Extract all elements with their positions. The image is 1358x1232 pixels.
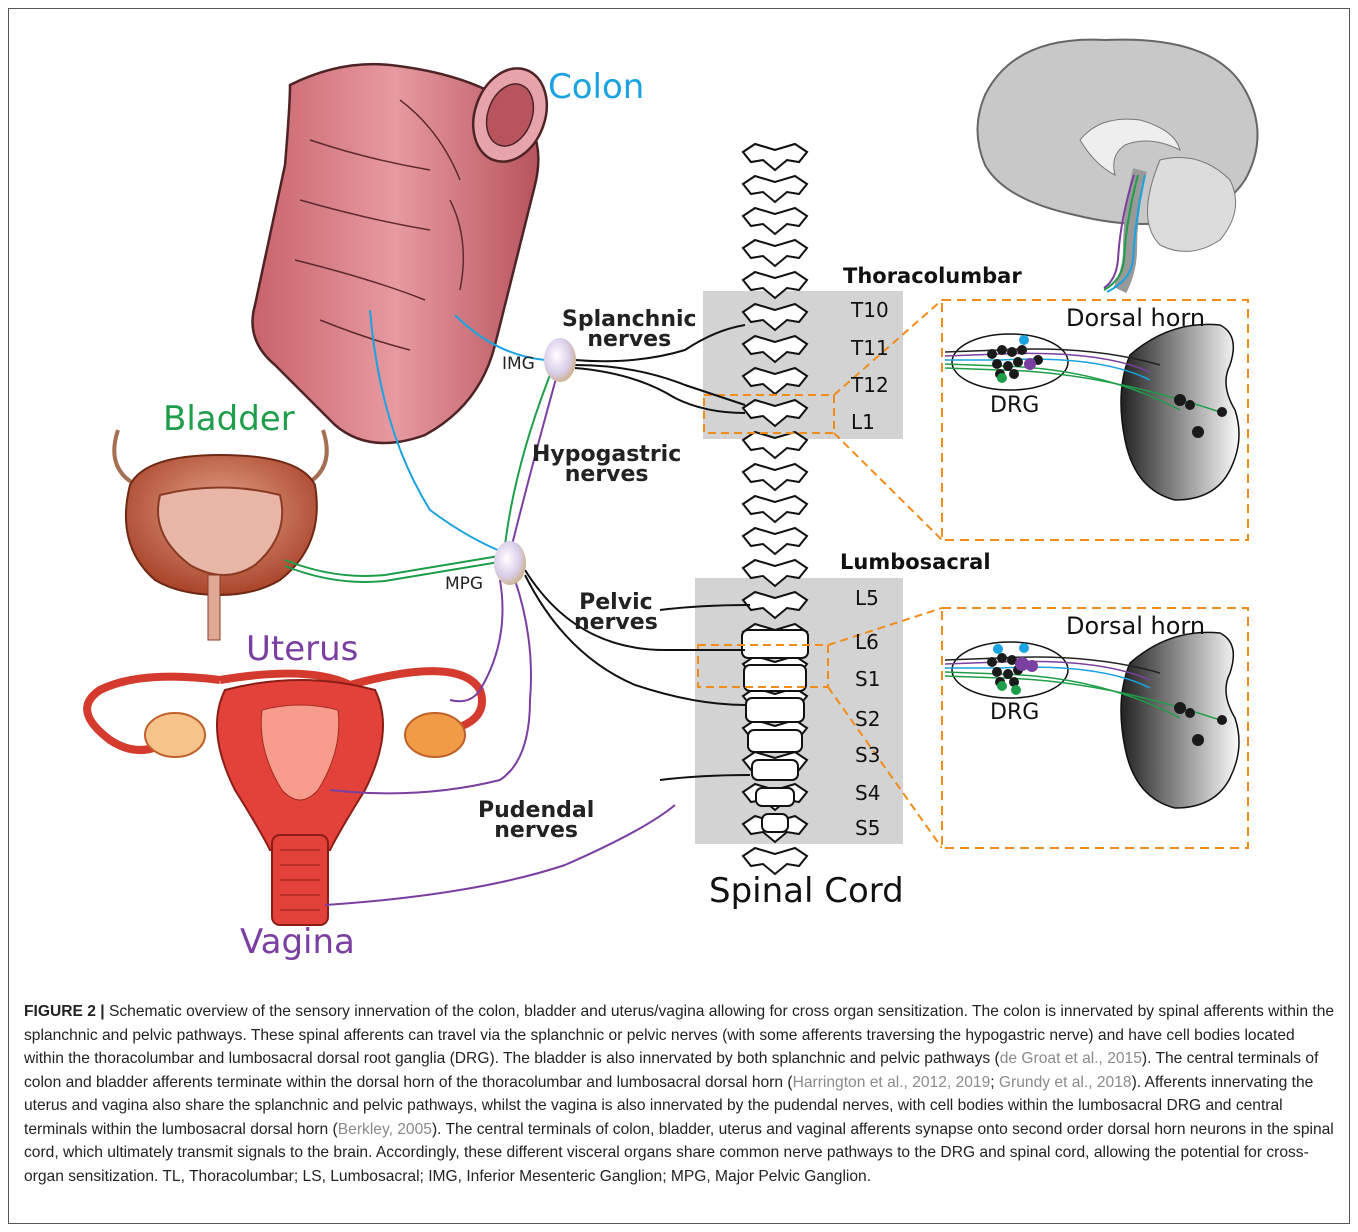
segment-s2: S2 (855, 709, 880, 729)
inset-top-drg-label: DRG (990, 395, 1039, 417)
bladder-label: Bladder (163, 402, 295, 436)
uterus-label: Uterus (246, 632, 358, 666)
segment-t10: T10 (851, 300, 889, 320)
inset-top-dorsal-horn-label: Dorsal horn (1066, 306, 1205, 330)
colon-label: Colon (548, 70, 644, 104)
citation-link[interactable]: Harrington et al., 2012, 2019 (793, 1074, 991, 1091)
spinal-cord-label: Spinal Cord (709, 874, 904, 908)
caption-label: FIGURE 2 | (24, 1003, 105, 1020)
mpg-ganglion (494, 541, 526, 585)
citation-link[interactable]: Berkley, 2005 (338, 1121, 432, 1138)
brain-illustration (978, 40, 1258, 292)
mpg-label: MPG (445, 576, 483, 593)
vagina-label: Vagina (240, 925, 355, 959)
segment-l1: L1 (851, 412, 875, 432)
thoracolumbar-label: Thoracolumbar (843, 266, 1022, 287)
bladder-illustration (114, 430, 327, 640)
inset-bottom-dorsal-horn-label: Dorsal horn (1066, 614, 1205, 638)
inset-bottom-drg-label: DRG (990, 702, 1039, 724)
segment-s4: S4 (855, 783, 880, 803)
img-label: IMG (502, 356, 535, 373)
colon-illustration (253, 58, 560, 443)
citation-link[interactable]: de Groat et al., 2015 (1000, 1050, 1142, 1067)
caption-text: ; (990, 1074, 999, 1091)
segment-s1: S1 (855, 669, 880, 689)
segment-l5: L5 (855, 588, 879, 608)
figure-caption: FIGURE 2 | Schematic overview of the sen… (24, 1000, 1336, 1188)
segment-s5: S5 (855, 818, 880, 838)
lumbosacral-label: Lumbosacral (840, 552, 991, 573)
segment-t11: T11 (851, 338, 889, 358)
segment-l6: L6 (855, 632, 879, 652)
citation-link[interactable]: Grundy et al., 2018 (999, 1074, 1132, 1091)
segment-t12: T12 (851, 375, 889, 395)
segment-s3: S3 (855, 745, 880, 765)
uterus-illustration (87, 671, 482, 925)
spine (742, 144, 808, 874)
figure-illustration (0, 0, 1358, 990)
